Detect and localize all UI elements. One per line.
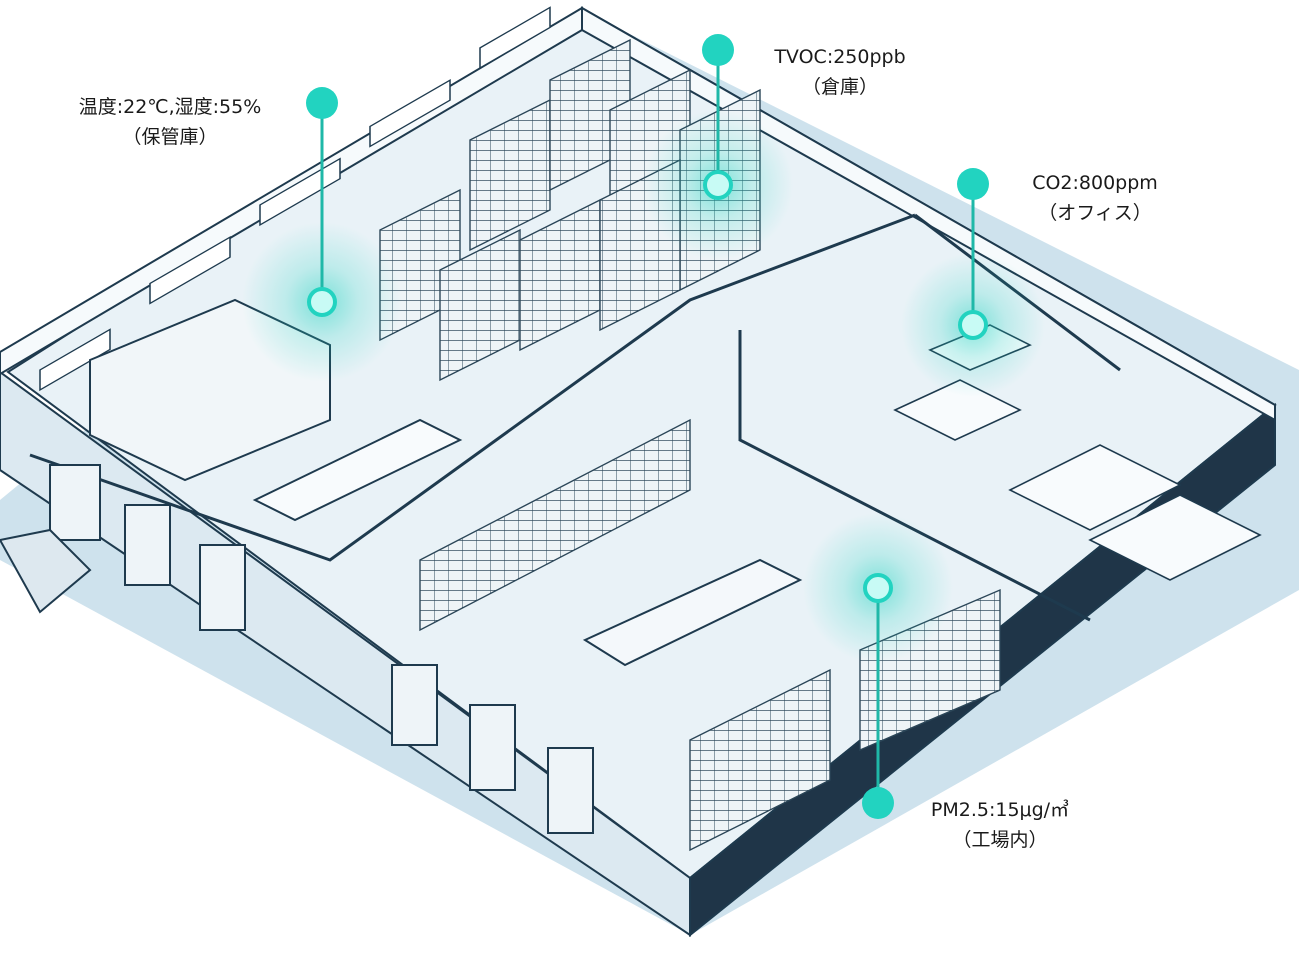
sensor-point-warehouse: [703, 170, 733, 200]
sensor-value-factory: PM2.5:15μg/㎥: [930, 799, 1070, 821]
sensor-location-office: （オフィス）: [1038, 202, 1152, 224]
partition-office: [738, 330, 1091, 622]
sensor-location-storage: （保管庫）: [122, 126, 218, 148]
sensor-location-factory: （工場内）: [952, 829, 1048, 851]
sensor-location-warehouse: （倉庫）: [801, 76, 878, 98]
dock-ramp: [0, 528, 92, 614]
sensor-pin-warehouse: [702, 34, 734, 66]
loading-docks-left: [49, 464, 246, 631]
factory-racks: [419, 418, 1001, 852]
partition-main: [29, 213, 916, 562]
sensor-value-office: CO2:800ppm: [1032, 172, 1158, 194]
sensor-value-storage: 温度:22℃,湿度:55%: [78, 96, 262, 118]
sensor-point-office: [958, 310, 988, 340]
back-wall-windows: [39, 6, 551, 392]
sensor-point-storage: [307, 287, 337, 317]
sensor-pin-storage: [306, 87, 338, 119]
sensor-label-storage: 温度:22℃,湿度:55% （保管庫）: [50, 92, 290, 152]
loading-docks-front: [391, 664, 594, 834]
conveyor: [252, 418, 463, 522]
sensor-point-factory: [863, 573, 893, 603]
sensor-pin-factory: [862, 787, 894, 819]
sensor-label-office: CO2:800ppm （オフィス）: [1000, 168, 1190, 228]
sensor-value-warehouse: TVOC:250ppb: [774, 46, 906, 68]
sensor-label-warehouse: TVOC:250ppb （倉庫）: [740, 42, 940, 102]
sensor-label-factory: PM2.5:15μg/㎥ （工場内）: [895, 795, 1105, 855]
warehouse-racks: [379, 38, 761, 382]
sensor-pin-office: [957, 168, 989, 200]
assembly-line: [582, 558, 803, 667]
